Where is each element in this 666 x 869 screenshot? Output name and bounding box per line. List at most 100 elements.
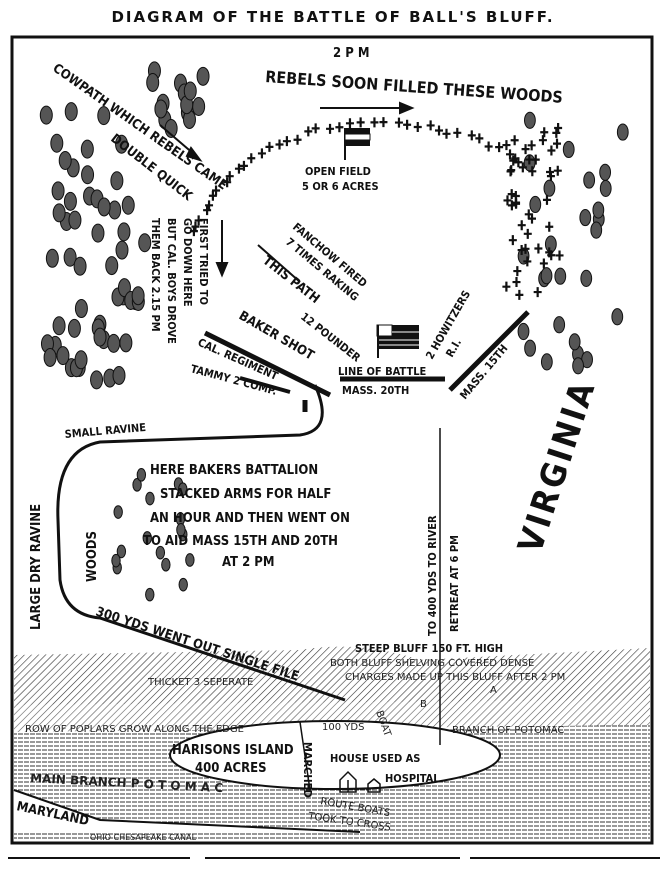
troop-cross-mark xyxy=(510,135,519,146)
tree-mark xyxy=(121,195,135,215)
label-large-ravine: LARGE DRY RAVINE xyxy=(29,504,44,630)
tree-mark xyxy=(105,256,119,276)
label-battalion-5: AT 2 PM xyxy=(222,555,275,570)
troop-cross-mark xyxy=(194,215,203,226)
tree-mark xyxy=(136,468,147,482)
tree-mark xyxy=(616,123,629,141)
troop-cross-mark xyxy=(335,122,344,133)
label-branch-potomac: BRANCH OF POTOMAC xyxy=(452,725,564,736)
tree-mark xyxy=(73,256,87,276)
troop-cross-mark xyxy=(502,281,511,292)
battle-lines xyxy=(203,310,530,412)
tree-mark xyxy=(115,134,129,154)
tree-mark xyxy=(51,181,65,201)
tree-mark xyxy=(185,553,195,567)
tree-mark xyxy=(119,333,133,353)
tree-mark xyxy=(117,278,131,298)
label-rebels-woods: REBELS SOON FILLED THESE WOODS xyxy=(265,67,564,107)
troop-cross-mark xyxy=(247,153,256,164)
confederate-flag-icon xyxy=(344,128,371,160)
troop-cross-mark xyxy=(503,195,512,206)
troop-cross-mark xyxy=(495,142,504,153)
troop-cross-mark xyxy=(555,250,564,261)
label-steep-bluff: STEEP BLUFF 150 FT. HIGH xyxy=(355,642,503,655)
troop-cross-mark xyxy=(356,117,365,128)
house-icon xyxy=(339,770,381,793)
troop-cross-mark xyxy=(547,145,556,156)
tree-mark xyxy=(543,179,556,197)
tree-mark xyxy=(64,102,78,122)
tree-mark xyxy=(529,195,542,214)
troop-cross-mark xyxy=(546,166,555,177)
troop-cross-mark xyxy=(225,171,234,182)
union-flag-icon xyxy=(376,324,419,358)
tree-mark xyxy=(91,223,105,243)
troop-cross-mark xyxy=(527,213,536,224)
troop-cross-mark xyxy=(403,119,412,130)
tree-mark xyxy=(517,322,530,341)
tree-mark xyxy=(580,269,593,287)
troop-cross-mark xyxy=(552,127,561,138)
troop-cross-mark xyxy=(475,133,484,144)
rebel-troops-icon xyxy=(189,117,564,300)
label-mark-a: A xyxy=(490,685,497,696)
troop-cross-mark xyxy=(311,123,320,134)
tree-mark xyxy=(80,139,94,159)
tree-mark xyxy=(524,339,536,357)
tree-mark xyxy=(132,478,142,492)
troop-cross-mark xyxy=(542,194,551,205)
troop-cross-mark xyxy=(453,127,462,138)
tree-mark xyxy=(178,482,188,496)
tree-mark xyxy=(145,491,155,506)
troop-cross-mark xyxy=(442,128,451,139)
tree-mark xyxy=(178,577,188,592)
label-first-tried-4: THEM BACK 2.15 PM xyxy=(149,218,162,332)
troop-cross-mark xyxy=(507,189,516,200)
label-marched: MARCHED xyxy=(301,742,314,798)
tree-mark xyxy=(599,163,612,181)
tree-mark xyxy=(599,179,612,198)
troop-cross-mark xyxy=(239,160,248,171)
tree-mark xyxy=(117,222,131,242)
troop-cross-mark xyxy=(509,155,518,166)
march-route xyxy=(299,721,311,791)
label-island-2: 400 ACRES xyxy=(195,761,267,776)
troop-cross-mark xyxy=(205,200,214,211)
label-poplars: ROW OF POPLARS GROW ALONG THE EDGE xyxy=(25,724,244,735)
troop-cross-mark xyxy=(304,126,313,137)
label-first-tried-1: FIRST TRIED TO xyxy=(197,218,210,305)
tree-mark xyxy=(90,370,104,390)
label-woods: WOODS xyxy=(85,531,100,582)
label-battalion-4: TO AID MASS 15TH AND 20TH xyxy=(143,534,338,549)
troop-cross-mark xyxy=(234,163,243,174)
label-open-field-1: OPEN FIELD xyxy=(305,165,371,178)
map-frame xyxy=(10,35,654,845)
troop-cross-mark xyxy=(527,140,536,151)
label-100-yds: 100 YDS xyxy=(322,722,364,733)
tree-mark xyxy=(568,333,581,351)
label-thicket: THICKET 3 SEPERATE xyxy=(147,677,253,688)
troop-cross-mark xyxy=(511,190,520,201)
troop-cross-mark xyxy=(208,190,217,201)
troop-cross-mark xyxy=(521,144,530,155)
troop-cross-mark xyxy=(539,258,548,269)
label-open-field-2: 5 OR 6 ACRES xyxy=(302,180,379,193)
tree-mark xyxy=(544,235,557,253)
tree-mark xyxy=(142,531,152,545)
label-retreat: RETREAT AT 6 PM xyxy=(448,535,461,632)
tree-mark xyxy=(68,210,82,230)
troop-cross-mark xyxy=(508,235,517,246)
tree-mark xyxy=(146,72,160,92)
tree-mark xyxy=(52,203,66,223)
troop-cross-mark xyxy=(326,123,335,134)
label-first-tried-2: GO DOWN HERE xyxy=(181,218,194,307)
tree-mark xyxy=(562,140,575,159)
label-battalion-3: AN HOUR AND THEN WENT ON xyxy=(150,511,350,526)
tree-mark xyxy=(112,365,126,385)
troop-cross-mark xyxy=(553,165,562,176)
tree-mark xyxy=(50,133,64,153)
tree-mark xyxy=(540,267,553,285)
tree-mark xyxy=(63,191,77,211)
troop-cross-mark xyxy=(370,117,379,128)
troop-cross-mark xyxy=(189,226,198,237)
